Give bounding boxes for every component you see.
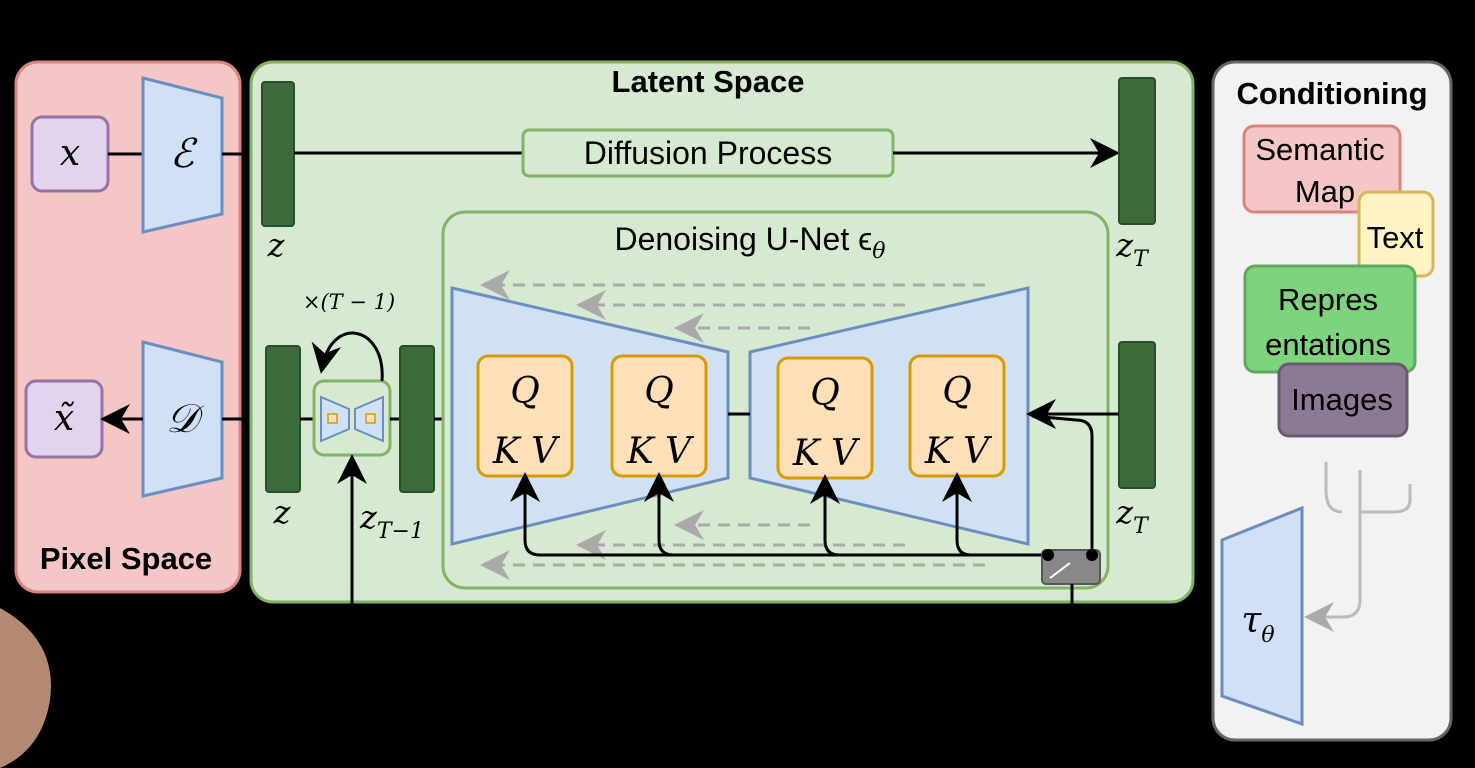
qkv-block-2: Q K V — [610, 354, 708, 478]
latent-zT-minus-1-bar — [399, 345, 435, 493]
images-label: Images — [1291, 382, 1393, 417]
encoder-trapezoid — [141, 76, 224, 234]
svg-text:Q: Q — [510, 371, 540, 412]
svg-text:K V: K V — [492, 431, 561, 472]
images-box — [1277, 362, 1409, 438]
representations-label-line2: entations — [1265, 327, 1391, 362]
tau-label: τθ — [1241, 600, 1274, 648]
pixel-space-title: Pixel Space — [40, 541, 212, 576]
svg-text:Q: Q — [810, 373, 840, 414]
conditioning-title: Conditioning — [1236, 76, 1427, 111]
x-input-label: x — [60, 133, 80, 174]
representations-label-line1: Repres — [1278, 282, 1378, 317]
svg-text:K V: K V — [626, 431, 695, 472]
qkv-block-3: Q K V — [776, 356, 874, 480]
unet-title: Denoising U-Net ϵθ — [614, 221, 885, 264]
repeat-count-label: ×(T − 1) — [303, 290, 395, 314]
qkv-block-4: Q K V — [908, 354, 1006, 478]
diffusion-process-label: Diffusion Process — [584, 135, 832, 171]
latent-space-title: Latent Space — [612, 64, 805, 99]
zT-top-label: zT — [1115, 226, 1150, 272]
tau-to-mini-unet-line — [337, 454, 1072, 619]
encoder-label: ℰ — [170, 131, 198, 177]
svg-text:K V: K V — [792, 433, 861, 474]
tau-output-line — [1070, 584, 1222, 619]
qkv-block-1: Q K V — [476, 354, 574, 478]
tau-encoder-trapezoid — [1220, 505, 1304, 727]
zT-bottom-label: zT — [1115, 493, 1150, 539]
latent-z-bar-bottom — [265, 345, 301, 493]
latent-zT-bar-bottom — [1118, 341, 1156, 489]
semantic-map-box — [1242, 124, 1402, 214]
conditioning-merge-lines — [1304, 462, 1412, 632]
skip-connections — [480, 270, 985, 580]
repeat-loop-arrow — [311, 331, 384, 382]
zT-minus-1-label: zT−1 — [359, 498, 424, 544]
semantic-map-label-line2: Map — [1295, 174, 1355, 209]
x-tilde-label: x̃ — [54, 398, 74, 439]
svg-text:Q: Q — [644, 371, 674, 412]
decoder-trapezoid — [141, 340, 224, 498]
svg-text:K V: K V — [924, 431, 993, 472]
text-label: Text — [1367, 220, 1424, 255]
z-bottom-label: z — [273, 493, 292, 531]
latent-z-bar-top — [261, 81, 295, 227]
z-top-label: z — [267, 226, 286, 264]
presenter-webcam-fragment — [0, 608, 51, 768]
semantic-map-label-line1: Semantic — [1255, 132, 1384, 167]
svg-text:Q: Q — [942, 371, 972, 412]
latent-zT-bar-top — [1118, 77, 1156, 225]
conditioning-cross-attention-lines — [510, 414, 1094, 557]
